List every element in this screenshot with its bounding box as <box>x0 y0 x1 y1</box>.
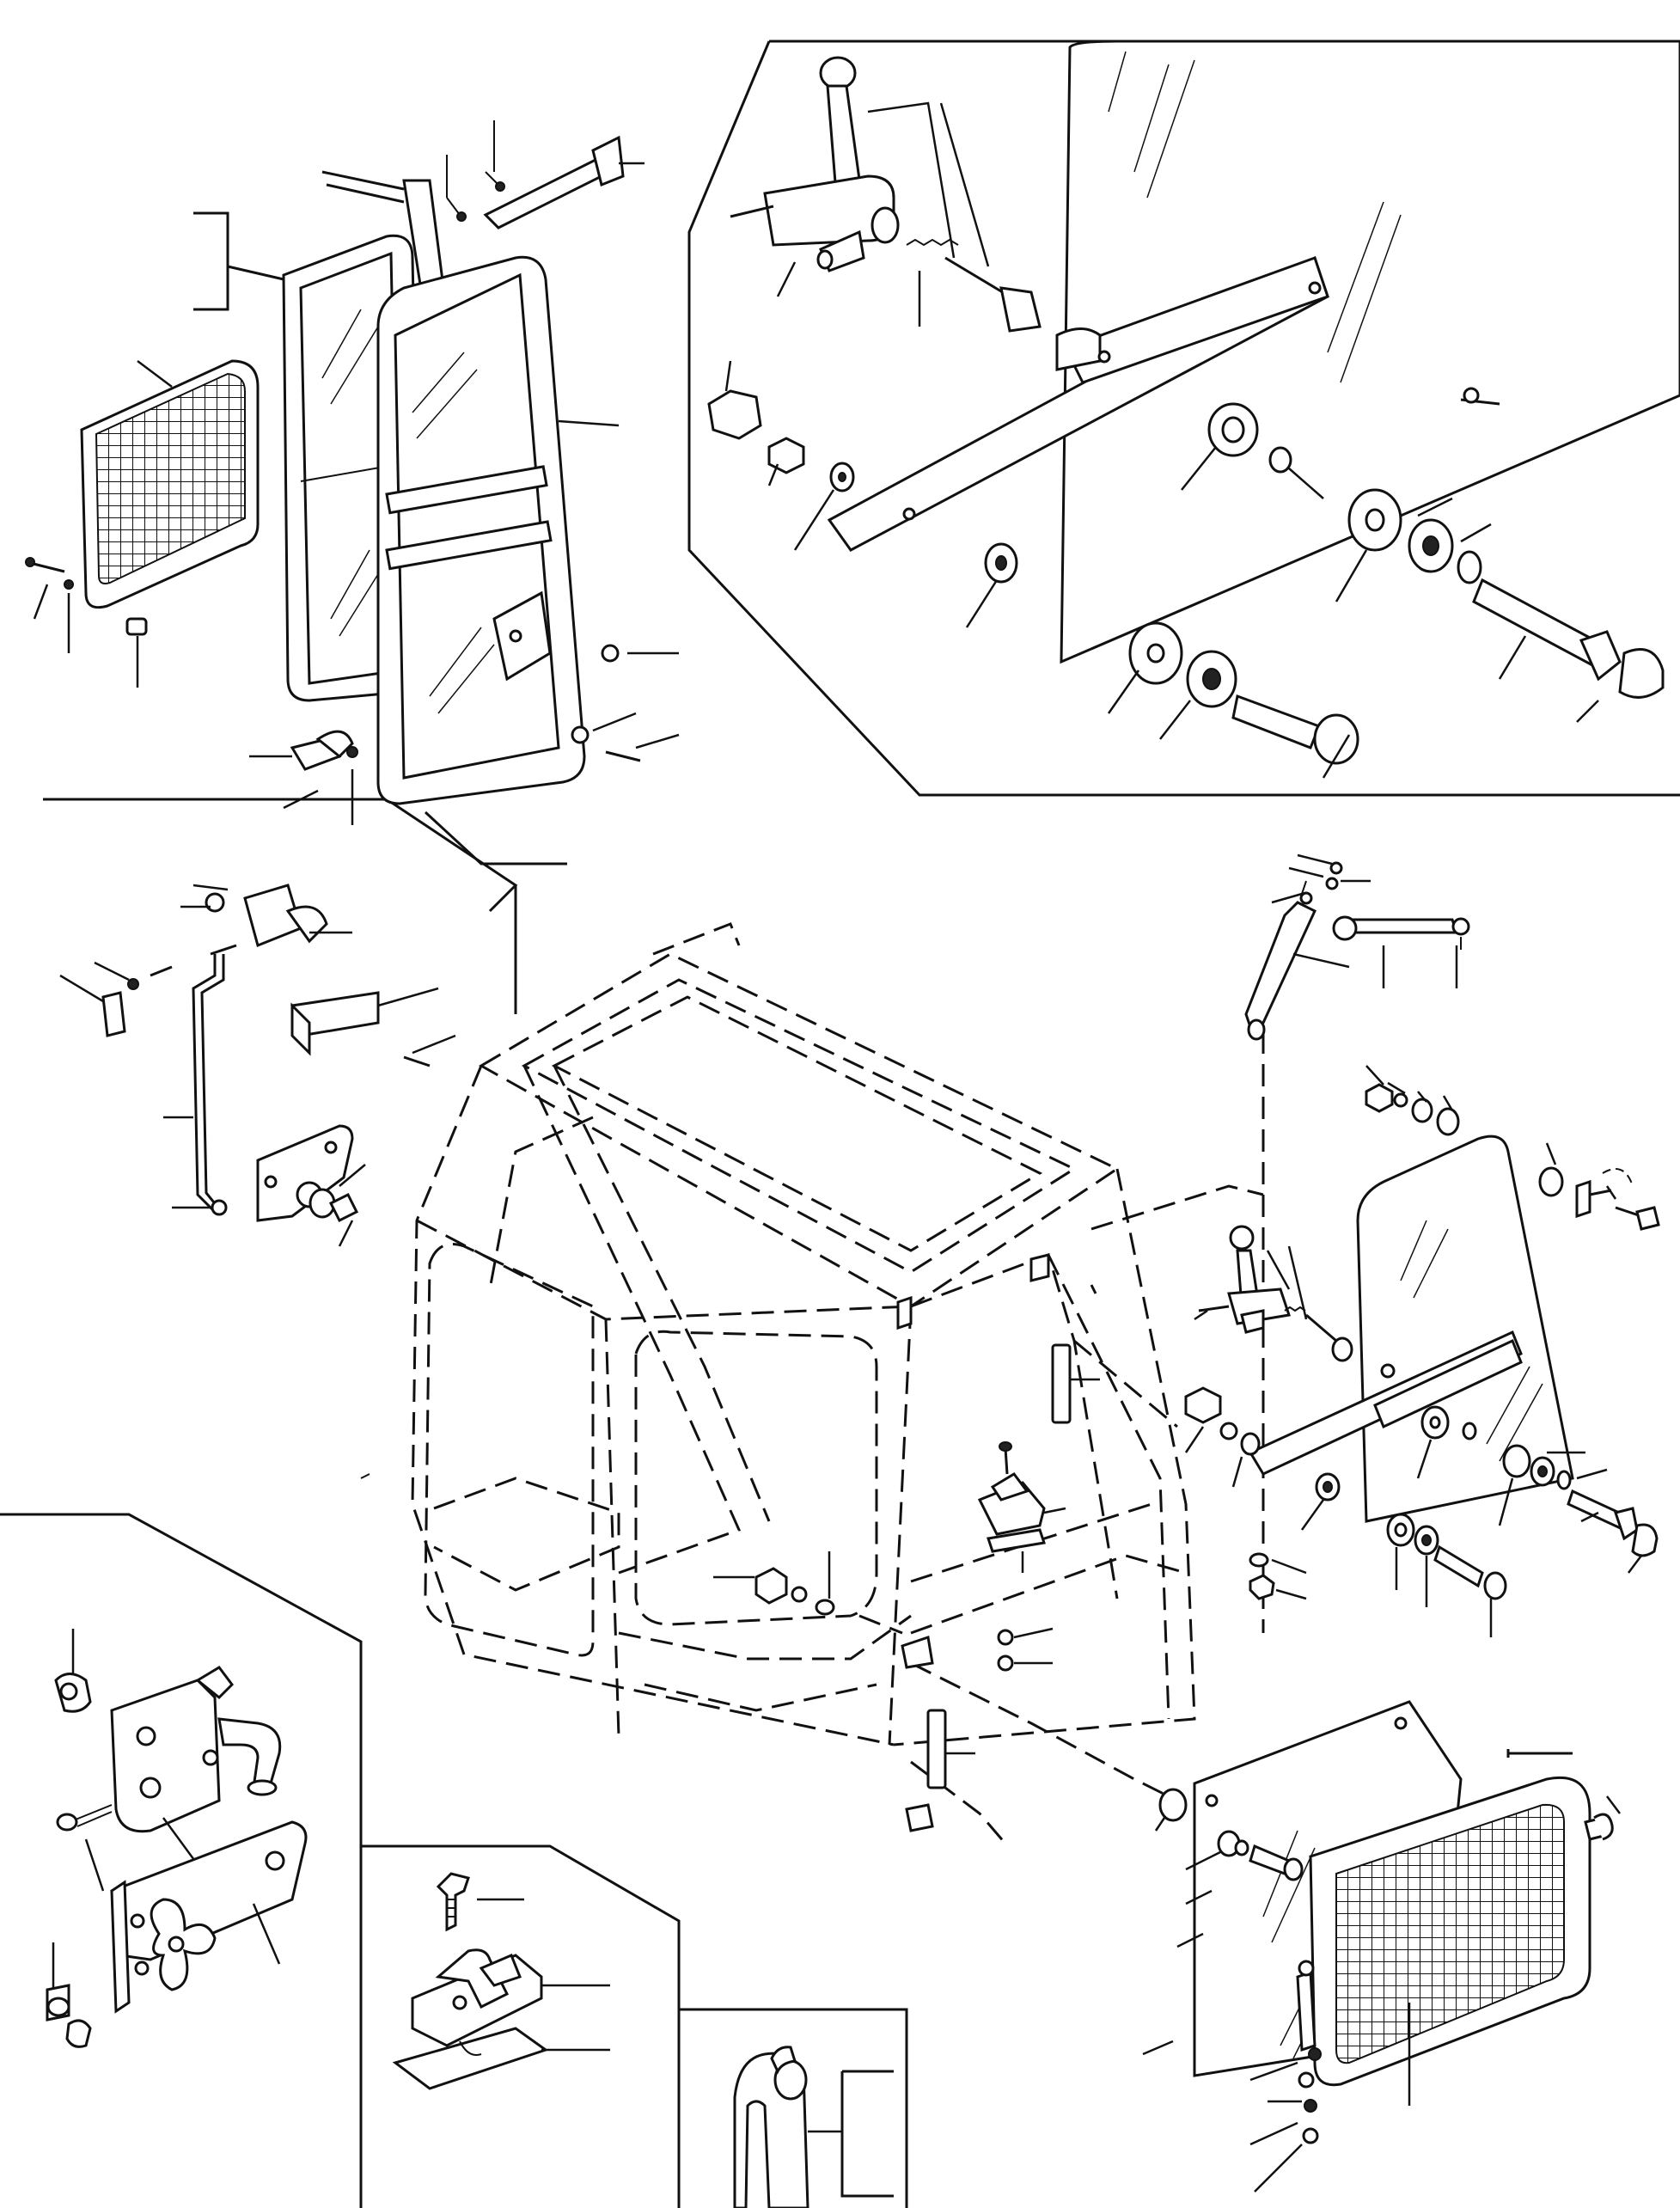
door-lock-linkage <box>59 884 456 1247</box>
cab-frame <box>411 922 1265 1844</box>
door-stop-detail <box>392 1872 610 2090</box>
side-window-assembly <box>1184 853 1660 1637</box>
cab-hardware <box>713 1253 1100 1832</box>
lock-detail <box>46 1629 308 2048</box>
mesh-screen-left <box>80 359 260 609</box>
bottom-left-mark <box>360 1473 370 1479</box>
door-frame <box>376 255 620 805</box>
sliding-window-detail <box>707 40 1680 779</box>
door-assembly <box>25 120 680 865</box>
weatherstrip-detail <box>733 2046 894 2208</box>
rear-glass-mesh <box>1142 1700 1621 2193</box>
